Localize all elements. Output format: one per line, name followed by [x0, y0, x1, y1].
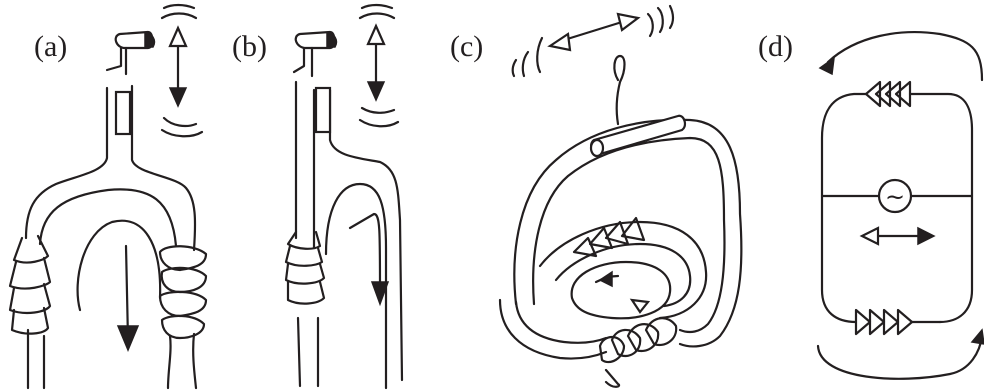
panel-d-top-resonator-stack — [864, 80, 912, 108]
panel-a-left-resonator-stack — [8, 234, 52, 335]
panel-a-vibration-arrow-icon — [160, 3, 204, 138]
panel-d-source-symbol: ~ — [885, 183, 905, 211]
panel-b-speaker-icon — [292, 30, 338, 78]
panel-c-lower-coil-stack — [598, 317, 678, 388]
panel-d-vibration-arrow-icon — [859, 226, 936, 246]
panel-a-trunk-tube — [24, 84, 198, 390]
panel-c-flow-arrows — [594, 270, 651, 314]
panel-b: (b) — [232, 3, 404, 390]
panel-a-flow-arrow-icon — [116, 244, 140, 352]
panel-b-resonator-stack — [284, 230, 326, 305]
panel-c-upper-resonator-stack — [572, 216, 646, 258]
panel-a-right-coil-stack — [158, 245, 208, 340]
panel-c-vibration-arrow-icon — [511, 4, 675, 78]
panel-c-loop-tube — [498, 114, 743, 360]
panel-c-label: (c) — [450, 30, 483, 63]
panel-d-source-icon: ~ — [877, 178, 913, 214]
panel-a-label: (a) — [34, 30, 67, 63]
panel-d-outer-loop — [816, 31, 984, 380]
panel-b-tube — [294, 80, 404, 390]
panel-c-reed-stem — [613, 54, 626, 126]
panel-d-label: (d) — [758, 30, 793, 63]
panel-d-inner-loop — [820, 92, 974, 324]
panel-a: (a) — [8, 3, 208, 390]
panel-a-speaker-icon — [105, 30, 156, 76]
panel-d: (d) ~ — [758, 30, 984, 380]
panel-b-label: (b) — [232, 30, 267, 63]
panel-b-flow-arrow-icon — [348, 212, 390, 307]
panel-d-bottom-resonator-stack — [854, 308, 942, 336]
panel-c: (c) — [450, 4, 743, 388]
panel-b-vibration-arrow-icon — [358, 3, 400, 128]
